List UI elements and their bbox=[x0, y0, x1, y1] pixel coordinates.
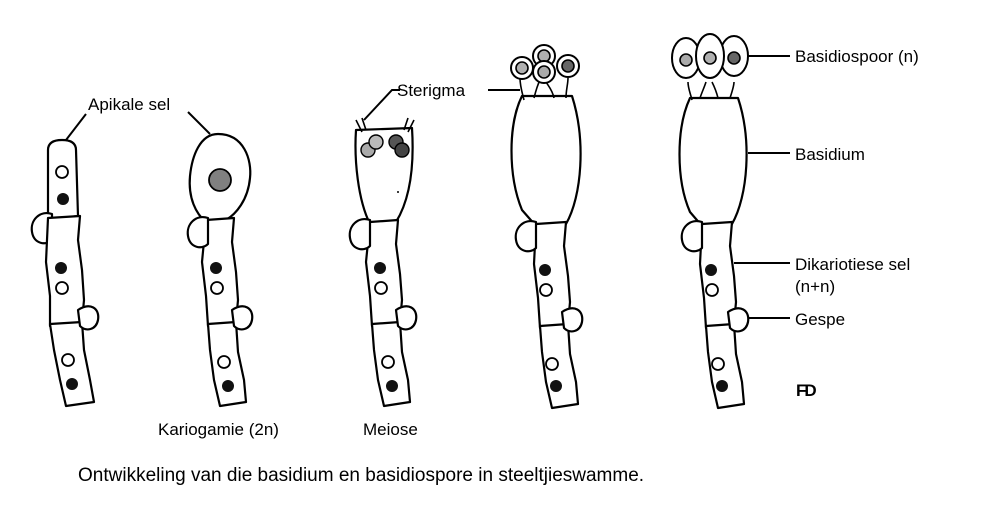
nucleus-dark bbox=[716, 380, 728, 392]
nucleus-open bbox=[711, 357, 725, 371]
nucleus-open bbox=[55, 165, 69, 179]
stage-meiosis bbox=[348, 89, 418, 408]
figure-caption: Ontwikkeling van die basidium en basidio… bbox=[78, 465, 644, 486]
nucleus-open bbox=[545, 357, 559, 371]
nucleus-light bbox=[368, 134, 384, 150]
label-sterigma: Sterigma bbox=[397, 81, 466, 100]
nucleus-dark bbox=[222, 380, 234, 392]
label-basidiospore: Basidiospoor (n) bbox=[795, 47, 919, 66]
nucleus-dark bbox=[705, 264, 717, 276]
label-dikaryotic-cell: Dikariotiese sel bbox=[795, 255, 910, 274]
label-karyogamy: Kariogamie (2n) bbox=[158, 420, 279, 439]
nucleus-dark bbox=[66, 378, 78, 390]
nucleus-open bbox=[210, 281, 224, 295]
nucleus-dark bbox=[539, 264, 551, 276]
nucleus-dark bbox=[374, 262, 386, 274]
nucleus-open bbox=[217, 355, 231, 369]
diploid-nucleus bbox=[208, 168, 232, 192]
nucleus-dark bbox=[394, 142, 410, 158]
label-clamp: Gespe bbox=[795, 310, 845, 329]
author-initials: FD bbox=[796, 381, 816, 400]
nucleus-dark bbox=[210, 262, 222, 274]
nucleus-dark bbox=[55, 262, 67, 274]
stage-karyogamy bbox=[186, 111, 254, 408]
nucleus-open bbox=[374, 281, 388, 295]
label-basidium: Basidium bbox=[795, 145, 865, 164]
nucleus-dark bbox=[550, 380, 562, 392]
nucleus-open bbox=[55, 281, 69, 295]
nucleus-open bbox=[381, 355, 395, 369]
stage-mature-basidium bbox=[671, 33, 790, 410]
label-meiosis: Meiose bbox=[363, 420, 418, 439]
label-dikaryotic-ploidy: (n+n) bbox=[795, 277, 835, 296]
nucleus-dark bbox=[386, 380, 398, 392]
nucleus-dark bbox=[57, 193, 69, 205]
nucleus-open bbox=[539, 283, 553, 297]
nucleus-open bbox=[61, 353, 75, 367]
stage-apical-cell bbox=[30, 113, 100, 408]
stage-spores-forming bbox=[510, 44, 584, 410]
label-apical-cell: Apikale sel bbox=[88, 95, 170, 114]
nucleus-open bbox=[705, 283, 719, 297]
